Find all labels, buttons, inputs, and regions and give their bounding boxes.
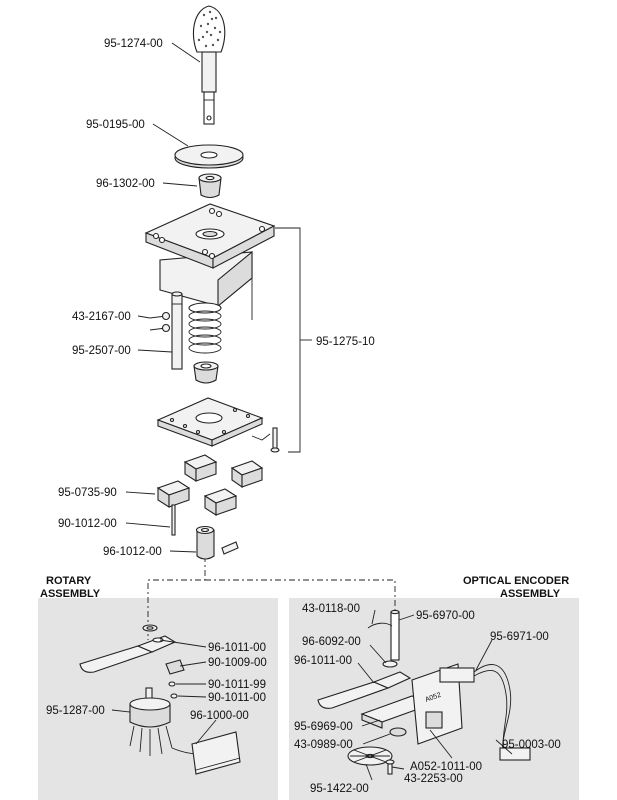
label-optical-plate: 95-6969-00: [294, 721, 353, 733]
assembly-connector-lines: [147, 556, 396, 640]
label-rotary-bracket: 96-1011-00: [208, 642, 266, 654]
spring-drawing: [188, 302, 222, 354]
label-optical-wheel: 95-1422-00: [310, 783, 369, 795]
label-rotary-collar: 90-1009-00: [208, 657, 267, 669]
label-optical-clip: 43-0118-00: [302, 603, 360, 615]
housing-drawing: [144, 203, 276, 320]
rotary-heading-line1: ROTARY: [46, 575, 92, 587]
housing-assembly-bracket: [275, 227, 301, 453]
label-rotary-harness: 96-1000-00: [190, 710, 249, 722]
bottom-plate-drawing: [156, 397, 271, 447]
label-optical-connector: 95-0003-00: [502, 739, 561, 751]
rotary-heading-line2: ASSEMBLY: [40, 588, 101, 600]
label-pin: 90-1012-00: [58, 518, 117, 530]
bushing-drawing: [198, 173, 222, 199]
label-rotary-switch: 95-1287-00: [46, 705, 105, 717]
handle-knob-drawing: [192, 5, 226, 125]
shaft-drawing: [171, 291, 183, 370]
label-rotary-washer-b: 90-1011-00: [208, 692, 266, 704]
label-optical-board: A052-1011-00: [410, 761, 482, 773]
label-housing-assembly: 95-1275-10: [316, 336, 375, 348]
mount-screw-drawing: [270, 427, 280, 453]
label-screw: 43-2167-00: [72, 311, 131, 323]
label-optical-spacer: 96-6092-00: [302, 636, 361, 648]
leader-lines: [111, 42, 513, 781]
label-optical-bracket: 96-1011-00: [294, 655, 352, 667]
actuator-drawing: [195, 525, 239, 560]
optical-heading-line2: ASSEMBLY: [500, 588, 561, 600]
label-actuator: 96-1012-00: [103, 546, 162, 558]
dust-washer-drawing: [174, 144, 244, 169]
microswitches-drawing: [156, 454, 264, 517]
label-handle: 95-1274-00: [104, 38, 163, 50]
label-optical-harness: 95-6971-00: [490, 631, 549, 643]
optical-parts-drawing: [317, 609, 531, 775]
pin-drawing: [171, 504, 176, 536]
optical-heading-line1: OPTICAL ENCODER: [463, 575, 569, 587]
label-bushing: 96-1302-00: [96, 178, 155, 190]
label-shaft: 95-2507-00: [72, 345, 131, 357]
label-optical-screw: 43-2253-00: [404, 773, 463, 785]
rotary-parts-drawing: [79, 624, 241, 775]
label-optical-shaft: 95-6970-00: [416, 610, 475, 622]
pivot-cup-drawing: [193, 361, 219, 384]
label-optical-nut: 43-0989-00: [294, 739, 353, 751]
screws-drawing: [149, 311, 171, 333]
label-switch: 95-0735-90: [58, 487, 117, 499]
label-dust-washer: 95-0195-00: [86, 119, 145, 131]
label-rotary-washer-a: 90-1011-99: [208, 679, 266, 691]
